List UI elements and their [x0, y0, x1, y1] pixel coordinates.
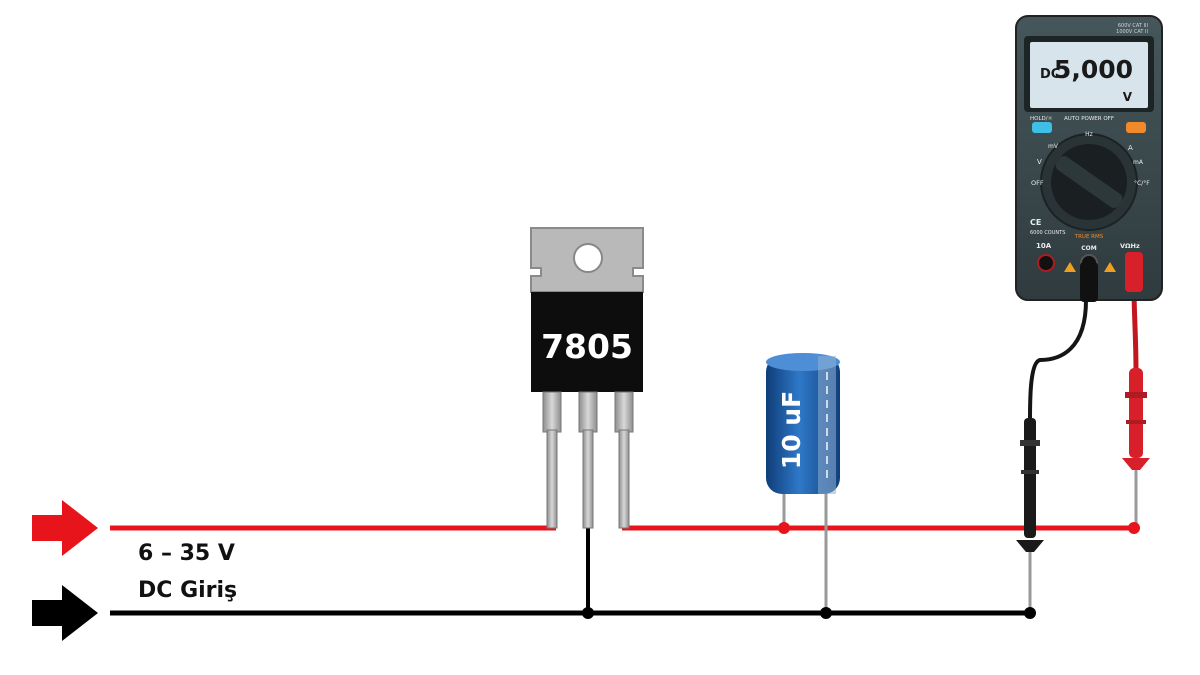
warning-icon — [1104, 262, 1116, 272]
red-test-probe — [1122, 368, 1150, 528]
dial-ma-label: mA — [1133, 159, 1144, 166]
junction-dot — [1024, 607, 1036, 619]
voltage-regulator-7805 — [530, 227, 644, 529]
junction-dot — [1128, 522, 1140, 534]
dial-mv-label: mV — [1048, 143, 1059, 150]
lcd-reading: 5,000 — [1054, 55, 1133, 84]
multimeter — [1015, 15, 1163, 302]
truerms-label: TRUE RMS — [1074, 234, 1104, 240]
mounting-hole — [573, 243, 603, 273]
input-description-label: DC Giriş — [138, 578, 237, 603]
ground-input-arrow — [32, 585, 98, 641]
junction-dot — [778, 522, 790, 534]
black-probe-plug — [1080, 262, 1098, 302]
dial-hz-label: Hz — [1085, 131, 1093, 138]
dial-cf-label: °C/°F — [1134, 180, 1150, 187]
meter-rating-line1: 600V CAT III — [1118, 23, 1148, 29]
jack-v-label: VΩHz — [1120, 242, 1140, 250]
capacitor-label: 10 uF — [777, 391, 806, 469]
meter-rating-line2: 1000V CAT II — [1116, 29, 1148, 35]
red-probe-plug — [1125, 252, 1143, 292]
input-voltage-label: 6 – 35 V — [138, 541, 235, 566]
lcd-screen — [1030, 42, 1148, 108]
ground-wire — [110, 528, 1032, 616]
dial-v-label: V — [1037, 158, 1042, 166]
regulator-label: 7805 — [541, 327, 633, 366]
hold-button[interactable] — [1032, 122, 1052, 133]
positive-input-arrow — [32, 500, 98, 556]
counts-label: 6000 COUNTS — [1030, 230, 1065, 236]
auto-off-label: AUTO POWER OFF — [1064, 116, 1114, 122]
jack-10a[interactable] — [1037, 254, 1055, 272]
select-button[interactable] — [1126, 122, 1146, 133]
ce-label: CE — [1030, 218, 1041, 227]
jack-com-label: COM — [1081, 245, 1097, 252]
jack-10a-label: 10A — [1036, 242, 1052, 250]
dial-a-label: A — [1128, 144, 1133, 152]
junction-dot — [582, 607, 594, 619]
warning-icon — [1064, 262, 1076, 272]
black-probe-cable — [1028, 299, 1088, 421]
junction-dot — [820, 607, 832, 619]
capacitor-10uf — [766, 353, 840, 613]
black-test-probe — [1016, 418, 1044, 613]
dial-off-label: OFF — [1031, 179, 1044, 187]
lcd-mode: DC — [1040, 67, 1060, 82]
lcd-unit: V — [1123, 90, 1133, 104]
red-probe-cable — [1131, 289, 1139, 371]
hold-label: HOLD/☼ — [1030, 115, 1053, 122]
